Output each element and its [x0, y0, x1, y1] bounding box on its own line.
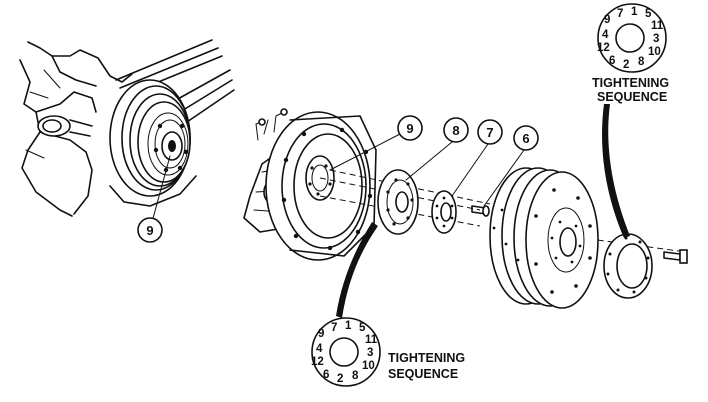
- seq-top-label-2: SEQUENCE: [597, 90, 667, 104]
- seq-bottom-9: 9: [318, 328, 324, 340]
- seq-top-1: 1: [631, 6, 638, 18]
- svg-text:9: 9: [146, 223, 153, 238]
- svg-text:7: 7: [486, 125, 493, 140]
- tightening-sequence-top: 9 7 1 5 11 4 3 12 10 6 2 8 TIGHTENING SE…: [592, 3, 669, 104]
- end-bolt: [663, 249, 688, 264]
- seq-top-3: 3: [653, 33, 659, 45]
- housing-bolt-holes: [281, 127, 373, 251]
- seq-top-2: 2: [623, 59, 629, 71]
- flywheel-housing: [243, 108, 377, 261]
- svg-text:9: 9: [406, 121, 413, 136]
- seq-bottom-6: 6: [323, 369, 329, 381]
- seq-top-5: 5: [645, 8, 652, 20]
- seq-bottom-3: 3: [367, 347, 373, 359]
- seq-top-8: 8: [638, 56, 645, 68]
- leader-bottom-sequence: [336, 222, 378, 318]
- svg-text:6: 6: [522, 131, 529, 146]
- callout-item-6: 6: [483, 125, 539, 207]
- seq-bottom-4: 4: [316, 343, 323, 355]
- tightening-sequence-bottom: 9 7 1 5 11 4 3 12 10 6 2 8 TIGHTENING SE…: [311, 317, 465, 387]
- seq-bottom-10: 10: [362, 360, 375, 372]
- seq-bottom-8: 8: [352, 370, 359, 382]
- seq-bottom-12: 12: [311, 356, 324, 368]
- retaining-ring: [603, 233, 653, 299]
- seq-bottom-2: 2: [337, 373, 343, 385]
- seq-bottom-1: 1: [345, 320, 352, 332]
- svg-text:8: 8: [452, 123, 459, 138]
- seq-top-12: 12: [597, 42, 610, 54]
- bolt-item-6: [471, 205, 490, 217]
- seq-top-label-1: TIGHTENING: [592, 76, 669, 90]
- seq-bottom-label-1: TIGHTENING: [388, 351, 465, 365]
- callout-item-7: 7: [451, 119, 503, 197]
- flywheel-stack: [489, 167, 599, 309]
- seq-top-9: 9: [604, 14, 610, 26]
- seq-top-7: 7: [617, 8, 623, 20]
- seq-top-10: 10: [648, 46, 661, 58]
- seq-bottom-5: 5: [359, 322, 366, 334]
- callout-item-8: 8: [405, 117, 469, 181]
- seq-bottom-label-2: SEQUENCE: [388, 367, 458, 381]
- seq-top-11: 11: [651, 20, 664, 32]
- callout-item-9-right: 9: [329, 115, 423, 171]
- engine-front-pulley-view: [19, 39, 235, 217]
- seq-top-4: 4: [602, 29, 609, 41]
- seq-top-6: 6: [609, 55, 615, 67]
- seq-bottom-7: 7: [331, 322, 337, 334]
- drive-plate-item-8: [377, 169, 419, 235]
- adapter-ring-item-7: [431, 190, 457, 234]
- seq-bottom-11: 11: [365, 334, 378, 346]
- callout-item-9-left: 9: [137, 155, 171, 243]
- leader-top-sequence: [602, 104, 630, 238]
